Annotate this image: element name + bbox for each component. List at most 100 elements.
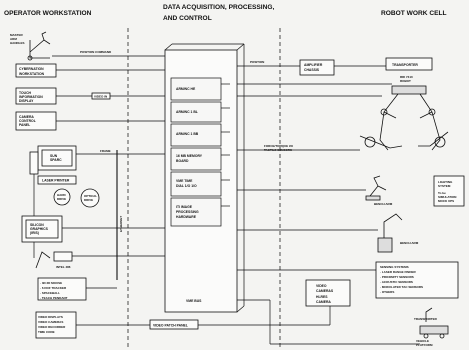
video-in-label: VIDEO IN (94, 95, 107, 99)
header-data-acquisition-line2: AND CONTROL (163, 15, 212, 22)
cybernation-label-1: CYBERNATION (19, 67, 44, 71)
vme-card-5-label-2: DIAL 1/O 1/O (176, 184, 197, 188)
robot-label-2: ROBOT (400, 79, 411, 83)
optical-drive-label-1: OPTICAL (84, 194, 97, 198)
vme-bus-label: VME BUS (186, 299, 202, 303)
master-arm-label-1: MASTER (10, 33, 24, 37)
vme-card-6-label-1: ITI IMAGE (176, 205, 193, 209)
cybernation-workstation-box (15, 63, 57, 78)
transporter-small-1: TRANSPORTER (414, 317, 438, 321)
vme-card-2: ARM/NC 1 BL (170, 101, 222, 123)
vme-card-1: ARM/NC HE (170, 77, 222, 101)
cybernation-label-2: WORKSTATION (19, 72, 45, 76)
transporter-box (385, 57, 433, 71)
amplifier-label-2: CHASSIS (304, 68, 320, 72)
vme-card-4-label-1: 16 MB MEMORY (176, 154, 203, 158)
header-operator-workstation: OPERATOR WORKSTATION (4, 10, 92, 17)
vme-card-3-label: ARM/NC 1 BB (176, 132, 199, 136)
sgi-label-1: SILICON (30, 223, 44, 227)
optical-drive-icon (80, 188, 100, 208)
sensing-2: - LASER RANGE FINDER (380, 270, 417, 274)
lighting-sub-2: SIMULATION (438, 195, 456, 199)
lighting-sub-3: MOCK UPS (438, 199, 454, 203)
robot-arm-icon (359, 85, 449, 151)
video-in-box (91, 92, 111, 100)
bench-arm-2-icon (377, 213, 403, 253)
lighting-label-2: SYSTEM (438, 184, 451, 188)
laser-printer-label: LASER PRINTER (42, 179, 70, 183)
input-device-2: - 6 DOF TRACKER (40, 286, 67, 290)
chassis-3d-1 (164, 43, 173, 51)
chassis-3d-5 (236, 305, 245, 313)
bench-arm-1-icon (365, 175, 387, 201)
amplifier-label-1: AMPLIFIER (304, 63, 323, 67)
vme-card-1-label: ARM/NC HE (176, 87, 196, 91)
touch-label-2: INFORMATION (19, 95, 43, 99)
lighting-system-box (433, 175, 465, 207)
optical-drive-label-2: DRIVE (84, 198, 93, 202)
hard-drive-label-1: HARD (57, 193, 66, 197)
sensing-4: - ACOUSTIC SENSORS (380, 280, 413, 284)
hard-drive-label-2: DRIVE (57, 197, 66, 201)
laser-printer-box (37, 175, 77, 185)
transporter-vehicle-icon (419, 307, 449, 339)
ethernet-label: ETHERNET (119, 216, 123, 232)
position-command-label: POSITION COMMAND (80, 50, 112, 54)
input-device-1: - 3D 2D MOUSE (40, 281, 62, 285)
video-cameras-3: HI-RES (316, 295, 328, 299)
input-device-4: - TEACH PENDANT (40, 296, 68, 300)
sun-sparc-label-2: SPARC (50, 158, 62, 162)
lighting-sub-1: To be (438, 191, 446, 195)
lighting-label-1: LIGHTING (438, 180, 453, 184)
sun-sparc-screen (41, 149, 73, 167)
sensing-3: - PROXIMITY SENSORS (380, 275, 414, 279)
vme-card-3: ARM/NC 1 BB (170, 123, 222, 147)
video-displays-4: TIME CODE (38, 330, 55, 334)
sgi-label-2: GRAPHICS (30, 227, 49, 231)
vme-card-6-label-3: HARDWARE (176, 215, 197, 219)
video-patch-panel-box (149, 319, 199, 330)
touch-label-3: DISPLAY (19, 99, 34, 103)
chassis-3d-2 (236, 43, 245, 51)
sgi-label-3: (IRIS) (30, 231, 39, 235)
sun-sparc-tower (29, 151, 39, 175)
vme-card-4: 16 MB MEMORY BOARD (170, 147, 222, 171)
silicon-graphics-screen (25, 219, 59, 239)
sensing-5: - MODULATED TAC SENSORS (380, 285, 423, 289)
transporter-small-2: VEHICLE (416, 339, 429, 343)
master-arm-label-2: ARM (10, 37, 17, 41)
touch-label-1: TOUCH (19, 91, 32, 95)
force-torque-label-2: TACTILE SENSORS (264, 148, 292, 152)
amplifier-chassis-box (299, 59, 335, 76)
force-torque-label-1: FORCE/TORQUE I/O (264, 144, 294, 148)
vme-card-2-label: ARM/NC 1 BL (176, 110, 198, 114)
transporter-label: TRANSPORTER (392, 63, 418, 67)
vme-card-5-label-1: VME TIME (176, 179, 193, 183)
camera-label-2: CONTROL (19, 119, 36, 123)
video-displays-box (35, 311, 77, 339)
vme-card-5: VME TIME DIAL 1/O 1/O (170, 171, 222, 197)
bench-arm-1-label: BENCH ARM (374, 202, 393, 206)
video-cameras-4: CAMERA (316, 300, 331, 304)
intel-486-box (53, 251, 73, 262)
vme-card-4-label-2: BOARD (176, 159, 189, 163)
transporter-small-3: PLATFORM (416, 343, 433, 347)
robot-label-1: RRI 7410 (400, 75, 413, 79)
vme-card-6: ITI IMAGE PROCESSING HARDWARE (170, 197, 222, 227)
intel-label: INTEL 486 (56, 265, 71, 269)
sun-sparc-label-1: SUN (50, 154, 58, 158)
position-label: POSITION (250, 60, 264, 64)
sensing-systems-box (375, 261, 459, 299)
camera-label-1: CAMERA (19, 115, 34, 119)
camera-label-3: PANEL (19, 123, 30, 127)
header-robot-work-cell: ROBOT WORK CELL (381, 10, 447, 17)
input-devices-box (37, 277, 87, 301)
video-cameras-box (305, 279, 351, 307)
video-displays-2: VIDEO CAMERAS (38, 320, 63, 324)
video-displays-3: VIDEO RECORDER (38, 325, 66, 329)
vme-card-6-label-2: PROCESSING (176, 210, 199, 214)
input-device-3: - SPACEBALL (40, 291, 60, 295)
video-patch-panel-label: VIDEO PATCH PANEL (153, 324, 188, 328)
